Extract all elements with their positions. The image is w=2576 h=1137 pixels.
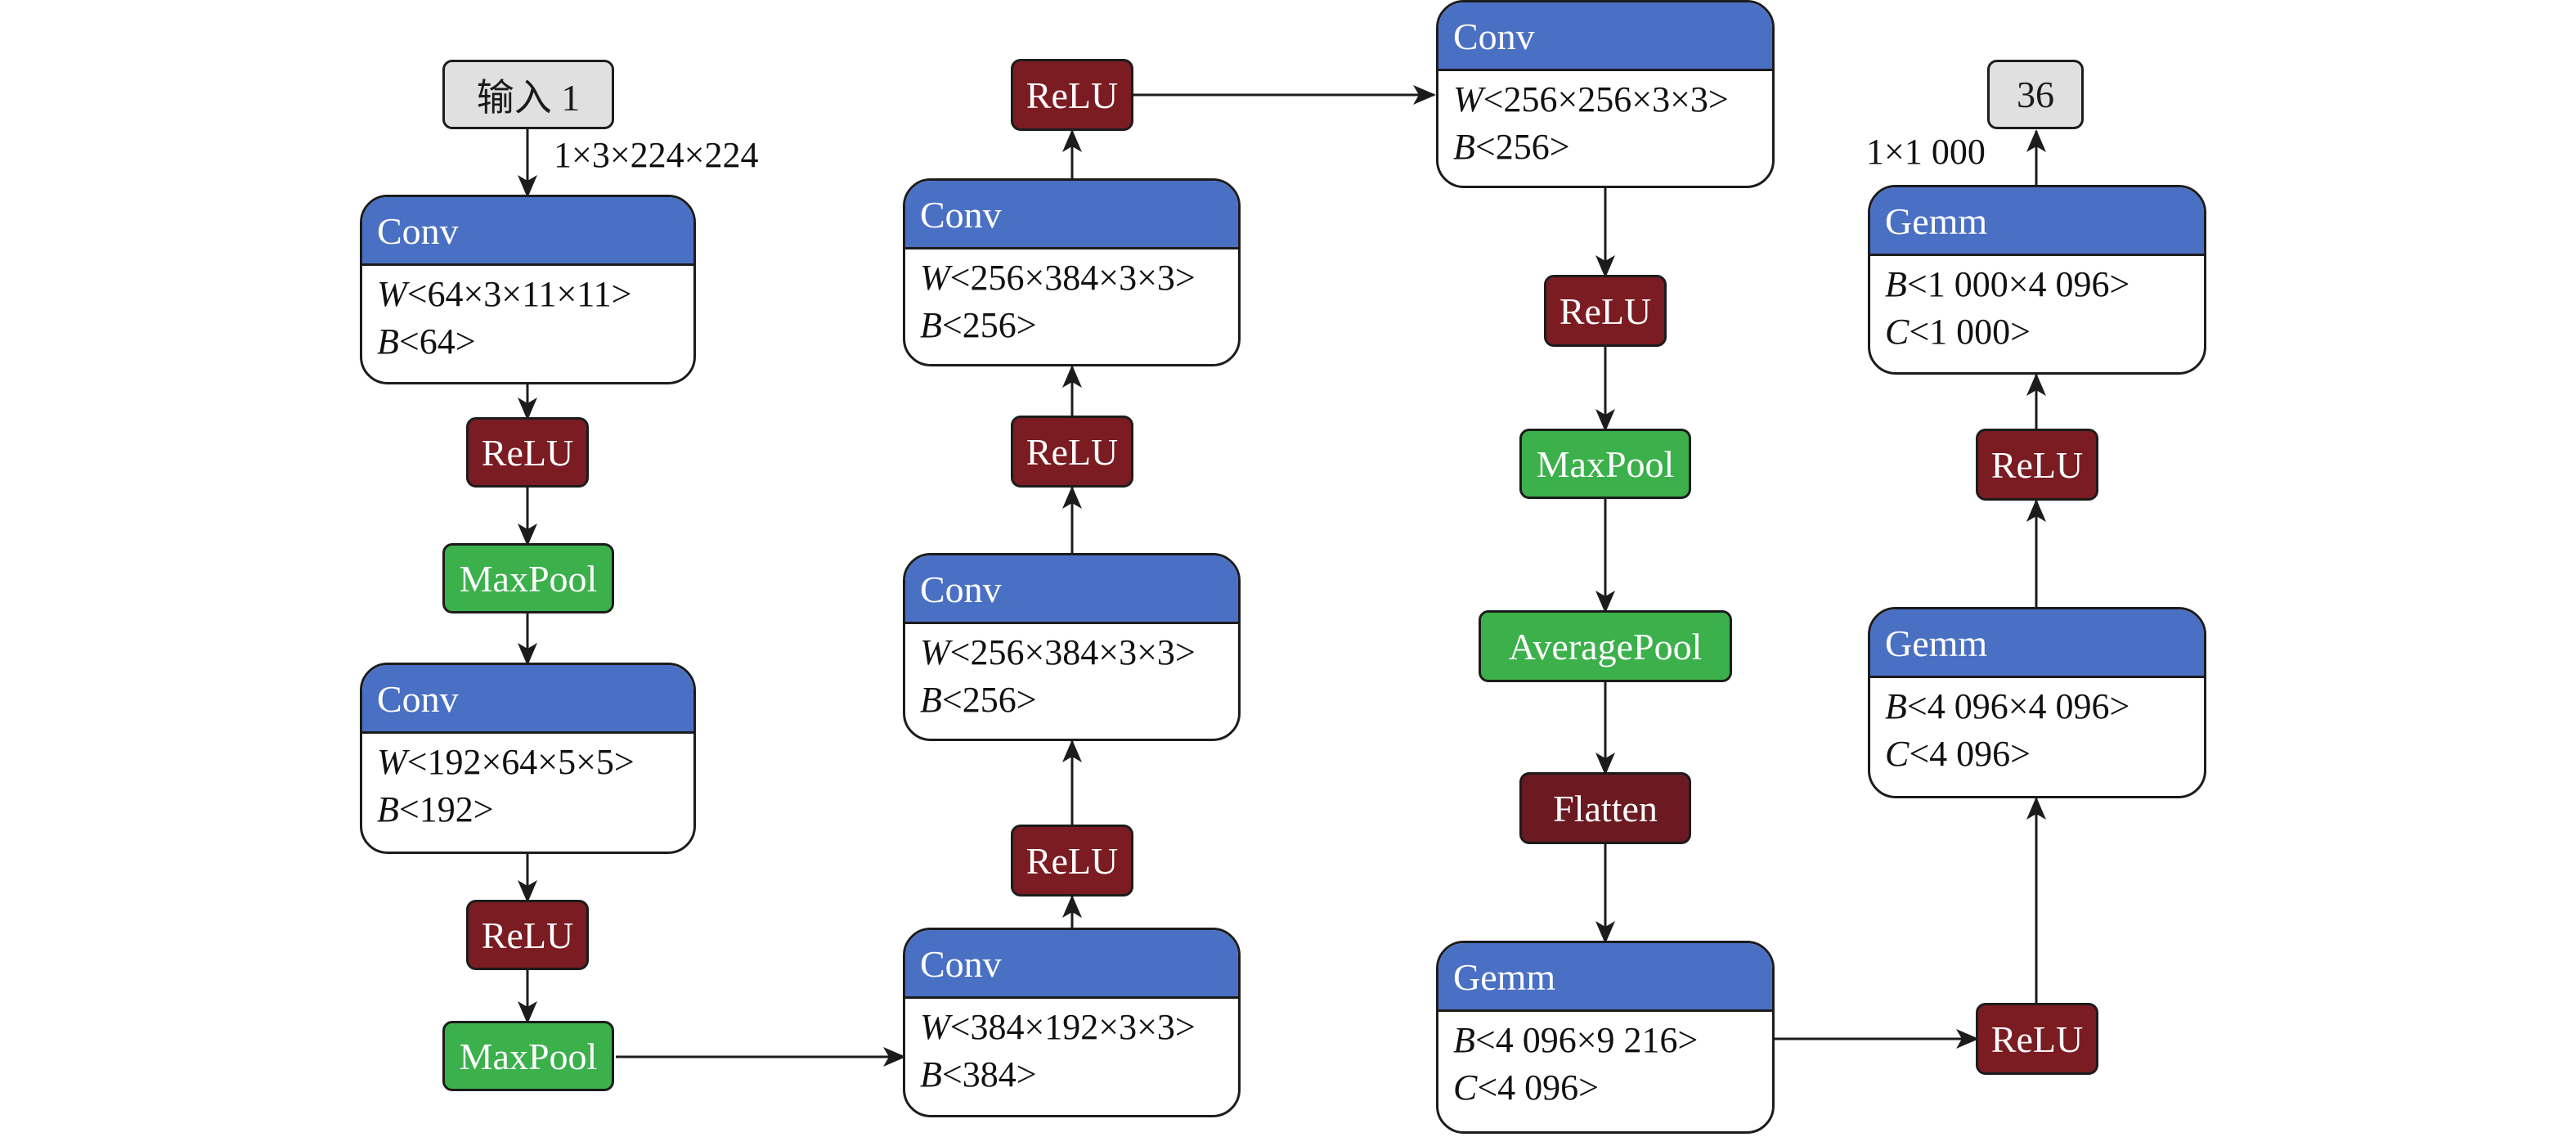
param-line-1: B<4 096×9 216> <box>1453 1017 1772 1064</box>
param-line-2: B<64> <box>377 318 693 366</box>
param-line-1: B<4 096×4 096> <box>1885 683 2204 730</box>
param-name: C <box>1885 312 1910 352</box>
param-dims: <4 096×4 096> <box>1906 686 2130 726</box>
relu-node-8: ReLU <box>1976 429 2098 501</box>
param-name: B <box>1885 686 1907 726</box>
param-dims: <64> <box>398 321 476 362</box>
param-line-1: W<192×64×5×5> <box>377 739 693 786</box>
param-name: W <box>920 632 950 672</box>
relu-node-7: ReLU <box>1976 1003 2098 1075</box>
param-name: B <box>920 305 942 345</box>
gemm-layer-2: Gemm B<4 096×4 096> C<4 096> <box>1868 607 2206 798</box>
param-dims: <256> <box>941 305 1037 345</box>
conv-layer-1: Conv W<64×3×11×11> B<64> <box>360 195 696 384</box>
input-node: 输入 1 <box>442 60 614 129</box>
param-name: W <box>920 258 950 298</box>
param-line-1: B<1 000×4 096> <box>1885 261 2204 308</box>
param-name: W <box>377 274 407 314</box>
param-name: B <box>1885 264 1907 304</box>
flatten-node: Flatten <box>1519 772 1691 844</box>
layer-title: Conv <box>362 197 693 266</box>
layer-title: Conv <box>905 930 1238 999</box>
param-dims: <192> <box>398 789 494 829</box>
layer-title: Conv <box>905 181 1238 249</box>
maxpool-node-3: MaxPool <box>1519 429 1691 499</box>
param-line-2: C<4 096> <box>1885 730 2204 778</box>
param-name: B <box>920 680 942 720</box>
param-dims: <1 000×4 096> <box>1906 264 2130 304</box>
param-dims: <256> <box>1474 127 1570 167</box>
input-shape-label: 1×3×224×224 <box>554 135 759 175</box>
param-dims: <256×384×3×3> <box>949 632 1196 672</box>
param-dims: <384×192×3×3> <box>949 1007 1196 1047</box>
param-name: W <box>920 1007 950 1047</box>
param-dims: <64×3×11×11> <box>406 274 632 314</box>
maxpool-node-1: MaxPool <box>442 543 614 613</box>
param-name: B <box>920 1054 942 1094</box>
conv-layer-4: Conv W<256×384×3×3> B<256> <box>903 553 1241 741</box>
param-line-1: W<64×3×11×11> <box>377 271 693 318</box>
relu-node-6: ReLU <box>1544 275 1667 347</box>
param-line-2: B<384> <box>920 1051 1238 1099</box>
param-line-1: W<384×192×3×3> <box>920 1004 1238 1051</box>
conv-layer-6: Conv W<256×256×3×3> B<256> <box>1436 0 1775 188</box>
param-dims: <256×384×3×3> <box>949 258 1196 298</box>
layer-title: Conv <box>905 555 1238 624</box>
layer-title: Gemm <box>1438 943 1772 1012</box>
param-name: B <box>1453 1020 1475 1060</box>
param-line-2: B<192> <box>377 786 693 834</box>
param-line-1: W<256×384×3×3> <box>920 254 1238 302</box>
param-name: C <box>1453 1067 1478 1108</box>
layer-title: Gemm <box>1870 187 2204 256</box>
param-dims: <4 096> <box>1477 1067 1599 1108</box>
param-dims: <256> <box>941 680 1037 720</box>
maxpool-node-2: MaxPool <box>442 1021 614 1091</box>
param-name: W <box>1453 79 1483 119</box>
param-dims: <1 000> <box>1909 312 2031 352</box>
layer-title: Gemm <box>1870 609 2204 678</box>
param-name: B <box>377 321 399 362</box>
param-line-2: C<1 000> <box>1885 308 2204 356</box>
param-dims: <256×256×3×3> <box>1483 79 1729 119</box>
param-line-2: B<256> <box>1453 124 1772 171</box>
relu-node-3: ReLU <box>1011 825 1133 897</box>
relu-node-5: ReLU <box>1011 59 1133 131</box>
param-name: B <box>377 789 399 829</box>
param-dims: <192×64×5×5> <box>406 742 635 782</box>
relu-node-4: ReLU <box>1011 416 1133 488</box>
averagepool-node: AveragePool <box>1479 610 1732 682</box>
param-name: C <box>1885 734 1910 774</box>
layer-title: Conv <box>1438 2 1772 71</box>
param-line-2: B<256> <box>920 676 1238 724</box>
param-name: B <box>1453 127 1475 167</box>
param-line-1: W<256×384×3×3> <box>920 629 1238 676</box>
conv-layer-2: Conv W<192×64×5×5> B<192> <box>360 663 696 854</box>
output-shape-label: 1×1 000 <box>1866 132 1986 172</box>
conv-layer-5: Conv W<256×384×3×3> B<256> <box>903 178 1241 366</box>
layer-title: Conv <box>362 665 693 734</box>
param-line-1: W<256×256×3×3> <box>1453 76 1772 124</box>
param-dims: <4 096×9 216> <box>1474 1020 1699 1060</box>
relu-node-1: ReLU <box>466 417 589 488</box>
conv-layer-3: Conv W<384×192×3×3> B<384> <box>903 928 1241 1117</box>
param-line-2: B<256> <box>920 302 1238 349</box>
param-name: W <box>377 742 407 782</box>
param-dims: <384> <box>941 1054 1037 1094</box>
param-dims: <4 096> <box>1909 734 2031 774</box>
param-line-2: C<4 096> <box>1453 1064 1772 1112</box>
gemm-layer-3: Gemm B<1 000×4 096> C<1 000> <box>1868 185 2206 375</box>
output-node: 36 <box>1987 60 2084 129</box>
relu-node-2: ReLU <box>466 900 589 970</box>
gemm-layer-1: Gemm B<4 096×9 216> C<4 096> <box>1436 941 1775 1134</box>
